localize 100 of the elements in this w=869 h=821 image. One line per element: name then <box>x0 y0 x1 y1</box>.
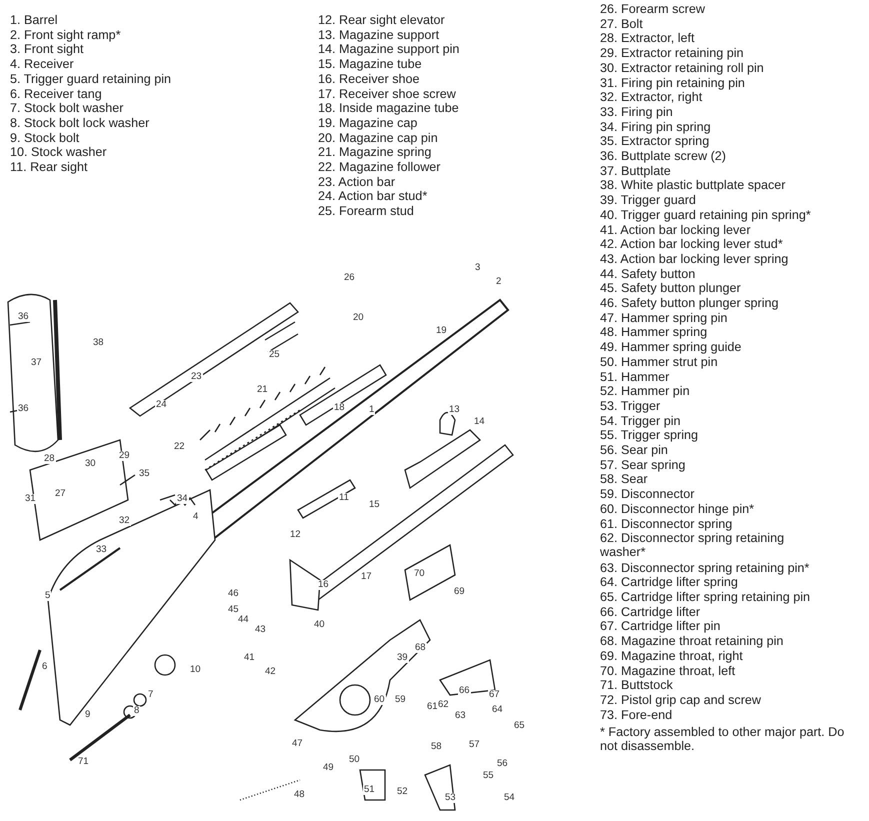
callout-number: 54 <box>503 793 516 803</box>
callout-number: 12 <box>289 530 302 540</box>
callout-number: 10 <box>189 665 202 675</box>
parts-list-item: 16. Receiver shoe <box>318 72 420 86</box>
parts-list-item: 63. Disconnector spring retaining pin* <box>600 560 810 575</box>
parts-list-item: 65. Cartridge lifter spring retaining pin <box>600 590 810 604</box>
parts-list-item: 71. Buttstock <box>600 678 673 692</box>
callout-number: 26 <box>343 273 356 283</box>
parts-list-item: 36. Buttplate screw (2) <box>600 149 726 163</box>
callout-number: 58 <box>430 742 443 752</box>
parts-list-item: 46. Safety button plunger spring <box>600 296 779 310</box>
callout-number: 52 <box>396 787 409 797</box>
callout-number: 8 <box>133 706 140 716</box>
parts-list-item: 8. Stock bolt lock washer <box>10 116 150 130</box>
parts-list-item: 70. Magazine throat, left <box>600 664 736 678</box>
callout-number: 67 <box>488 690 501 700</box>
parts-list-item: 40. Trigger guard retaining pin spring* <box>600 208 811 222</box>
callout-number: 47 <box>291 739 304 749</box>
callout-number: 7 <box>147 690 154 700</box>
parts-list-item: 69. Magazine throat, right <box>600 648 743 663</box>
parts-list-item: 5. Trigger guard retaining pin <box>10 72 172 86</box>
parts-list-item: 20. Magazine cap pin <box>318 130 438 145</box>
parts-list-item: 48. Hammer spring <box>600 325 708 340</box>
parts-list-item: 52. Hammer pin <box>600 384 690 398</box>
parts-list-item: 73. Fore-end <box>600 708 672 722</box>
callout-number: 34 <box>176 494 189 504</box>
parts-list-item: 26. Forearm screw <box>600 2 705 16</box>
callout-number: 5 <box>44 591 52 601</box>
parts-list-item: 13. Magazine support <box>318 28 440 42</box>
callout-number: 43 <box>254 625 267 635</box>
parts-list-item: 64. Cartridge lifter spring <box>600 575 738 590</box>
parts-list-item: 18. Inside magazine tube <box>318 101 459 116</box>
parts-list-item: 66. Cartridge lifter <box>600 604 700 619</box>
parts-list-item: 22. Magazine follower <box>318 160 441 174</box>
parts-list-item: 42. Action bar locking lever stud* <box>600 237 783 252</box>
parts-list-item: 37. Buttplate <box>600 164 671 178</box>
callout-number: 11 <box>338 493 350 503</box>
parts-list-item: 57. Sear spring <box>600 458 686 472</box>
parts-list-item: 1. Barrel <box>10 13 58 27</box>
parts-list-item: 6. Receiver tang <box>10 86 102 100</box>
parts-list-item: 23. Action bar <box>318 174 396 189</box>
parts-list-item: 59. Disconnector <box>600 487 695 502</box>
callout-number: 59 <box>394 695 407 705</box>
callout-number: 9 <box>84 710 92 720</box>
callout-number: 19 <box>435 326 448 336</box>
parts-list-item: 44. Safety button <box>600 266 696 281</box>
callout-number: 6 <box>41 662 48 672</box>
parts-list-item: 61. Disconnector spring <box>600 516 732 530</box>
parts-list-item: 30. Extractor retaining roll pin <box>600 60 764 75</box>
parts-list-item: 50. Hammer strut pin <box>600 354 718 369</box>
callout-number: 60 <box>373 695 386 705</box>
callout-number: 3 <box>474 263 482 273</box>
callout-number: 1 <box>368 405 376 415</box>
callout-number: 55 <box>482 771 495 781</box>
parts-list-item: 45. Safety button plunger <box>600 281 741 296</box>
callout-number: 64 <box>491 705 504 715</box>
callout-number: 39 <box>396 653 409 663</box>
parts-list-item: 38. White plastic buttplate spacer <box>600 178 786 192</box>
parts-list-item: 3. Front sight <box>10 42 84 56</box>
callout-number: 4 <box>192 512 200 522</box>
parts-list-item: 32. Extractor, right <box>600 90 702 104</box>
parts-list-item: 25. Forearm stud <box>318 204 414 218</box>
callout-number: 69 <box>453 587 466 597</box>
callout-number: 24 <box>155 400 168 410</box>
callout-number: 20 <box>352 313 365 323</box>
parts-list-item: 35. Extractor spring <box>600 134 710 148</box>
callout-number: 68 <box>414 643 427 653</box>
parts-list-item: 7. Stock bolt washer <box>10 101 124 116</box>
callout-number: 71 <box>77 757 90 767</box>
callout-number: 13 <box>448 405 461 415</box>
parts-list-item: 12. Rear sight elevator <box>318 13 445 27</box>
callout-number: 18 <box>333 403 346 413</box>
callout-number: 36 <box>17 404 30 414</box>
callout-number: 49 <box>322 763 335 773</box>
callout-number: 14 <box>473 417 486 427</box>
callout-number: 33 <box>95 545 108 555</box>
callout-number: 27 <box>54 489 67 499</box>
parts-list-item: 31. Firing pin retaining pin <box>600 76 745 90</box>
callout-number: 32 <box>118 516 131 526</box>
callout-number: 15 <box>368 500 381 510</box>
callout-number: 25 <box>268 350 281 360</box>
callout-number: 40 <box>313 620 326 630</box>
callout-number: 70 <box>413 569 426 579</box>
callout-number: 57 <box>468 740 481 750</box>
parts-list-item: 27. Bolt <box>600 16 643 31</box>
callout-number: 16 <box>317 580 330 590</box>
parts-list-item: 24. Action bar stud* <box>318 189 428 204</box>
callout-number: 22 <box>173 442 186 452</box>
parts-list-item: 55. Trigger spring <box>600 428 698 442</box>
parts-list-item: 51. Hammer <box>600 370 670 384</box>
callout-number: 37 <box>30 358 43 368</box>
parts-list-item: 17. Receiver shoe screw <box>318 86 456 100</box>
callout-number: 2 <box>495 277 502 287</box>
parts-list-item: 9. Stock bolt <box>10 130 80 145</box>
parts-list-item: 53. Trigger <box>600 398 660 413</box>
parts-list-item: 54. Trigger pin <box>600 414 681 428</box>
parts-list-item: 14. Magazine support pin <box>318 42 460 56</box>
callout-number: 51 <box>363 785 376 795</box>
callout-number: 36 <box>17 312 30 322</box>
callout-number: 30 <box>84 459 97 469</box>
